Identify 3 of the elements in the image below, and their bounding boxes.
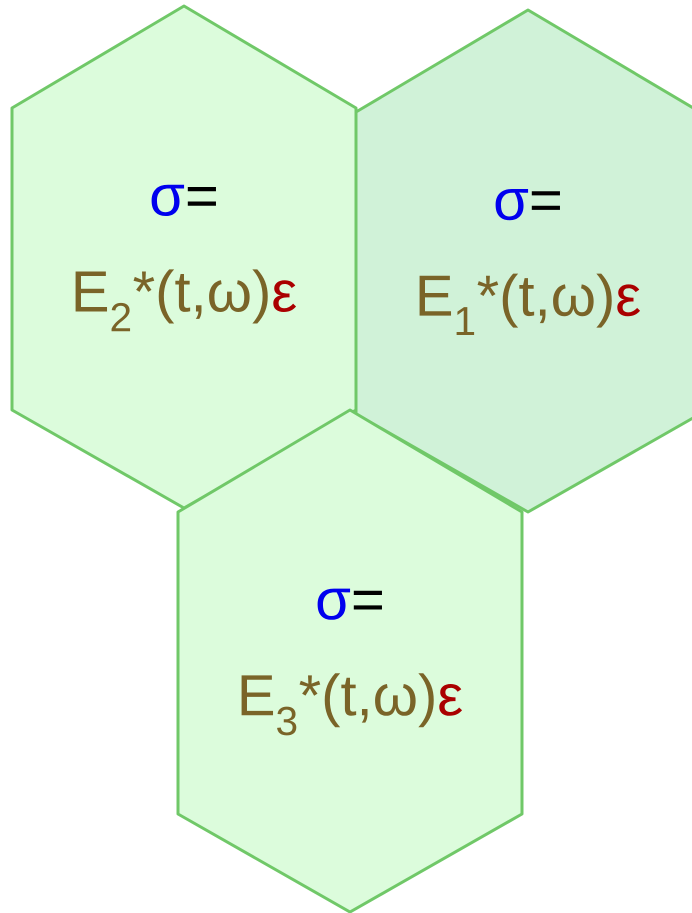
hexagon: σ= E$_{2}$*(t,ω)ε: [10, 4, 358, 510]
hexagon: σ= E$_{3}$*(t,ω)ε: [176, 408, 524, 913]
hexagon: σ= E$_{1}$*(t,ω)ε: [354, 8, 692, 514]
